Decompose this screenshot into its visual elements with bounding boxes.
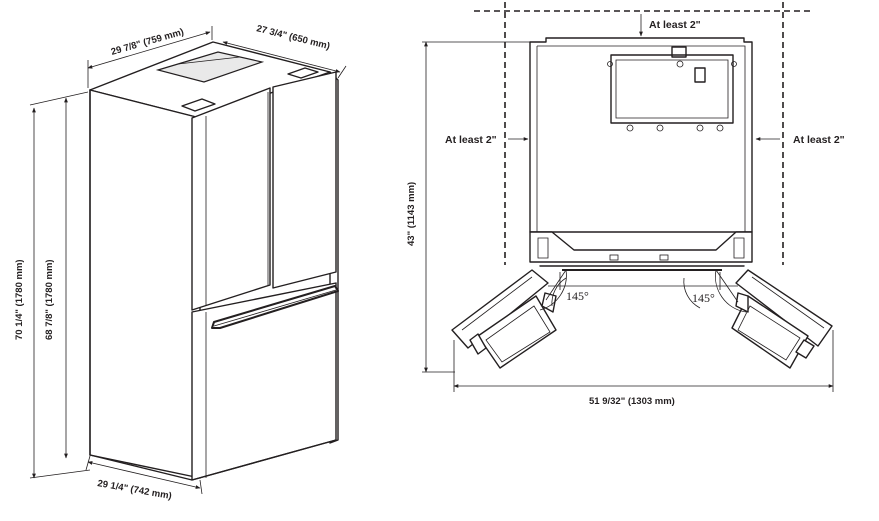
refrigerator-isometric (89, 41, 339, 481)
right-swing-arc (715, 269, 747, 313)
clearance-left-label: At least 2" (445, 134, 497, 146)
iso-overall-height-label: 70 1/4" (1780 mm) (14, 259, 25, 340)
clearance-right-label: At least 2" (793, 134, 845, 146)
front-hinge-band (529, 231, 753, 263)
rear-panel (607, 46, 737, 132)
right-door-open (731, 269, 833, 369)
iso-width-label: 29 7/8" (759 mm) (110, 27, 185, 58)
iso-depth-label: 27 3/4" (650 mm) (255, 23, 331, 52)
iso-base-width-label: 29 1/4" (742 mm) (96, 478, 172, 502)
left-swing-arc (539, 269, 567, 311)
iso-case-height-label: 68 7/8" (1780 mm) (44, 259, 55, 340)
refrigerator-top-view (451, 2, 833, 369)
right-door-angle: 145° (692, 291, 715, 305)
top-overall-width-label: 51 9/32" (1303 mm) (589, 396, 675, 407)
upper-right-door (272, 71, 337, 289)
upper-left-door (191, 87, 271, 311)
fridge-body-outline (529, 37, 753, 233)
clearance-top-label: At least 2" (649, 19, 701, 31)
left-door-open (451, 269, 557, 369)
fridge-side-panel (89, 89, 201, 479)
top-view-dimension-lines (422, 14, 834, 392)
isometric-dimension-lines (29, 26, 347, 495)
top-depth-label: 43" (1143 mm) (406, 182, 417, 246)
left-door-angle: 145° (566, 289, 589, 303)
hinge-cover-left (181, 98, 216, 112)
